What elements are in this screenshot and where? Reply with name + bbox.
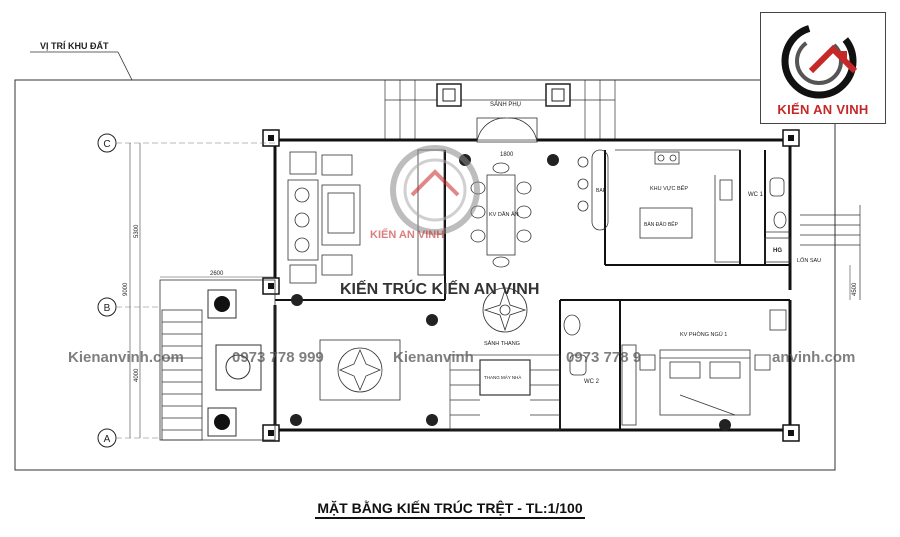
room-thang-may: THANG MÁY NHÀ [484,374,521,380]
brand-logo: KIẾN AN VINH [760,12,886,124]
grid-axis-b: B [97,297,117,317]
porch-planters [207,289,262,437]
kitchen-counter [615,149,741,263]
gate-pillar [436,83,571,107]
watermark-small-brand: KIẾN AN VINH [370,228,444,241]
main-door [476,117,538,143]
room-bar: BAR [596,188,607,194]
room-sanh-phu: SẢNH PHỤ [490,101,521,108]
dim-5300: 5300 [134,224,140,238]
dim-4500: 4500 [852,282,858,296]
watermark-website-right: anvinh.com [772,349,855,366]
grid-axis-c: C [97,133,117,153]
logo-mark-icon [781,23,858,99]
dim-9000: 9000 [123,282,129,296]
room-kv-phong-ngu-1: KV PHÒNG NGỦ 1 [680,331,727,338]
logo-text: KIẾN AN VINH [777,102,869,117]
watermark-website-mid: Kienanvinh [393,349,474,366]
room-lon-sau: LỐN SAU [797,257,821,264]
wc2-fixtures [563,314,587,376]
room-wc2: WC 2 [584,379,600,385]
site-label: VỊ TRÍ KHU ĐẤT [40,41,109,51]
svg-text:C: C [103,139,110,150]
dim-1800: 1800 [500,152,514,158]
wc1-fixtures [764,177,791,263]
compass-rose [482,287,528,333]
bedroom-furniture [621,309,787,426]
porch [159,279,276,441]
watermark-phone-left: 0973 778 999 [232,349,324,366]
room-ky-dan-an: KV DẦN ĂN [489,211,519,218]
watermark-logo [390,145,480,235]
sofa-set [287,149,445,284]
lobby-rug [319,339,401,401]
watermark-website-left: Kienanvinh.com [68,349,184,366]
watermark-brand: KIẾN TRÚC KIẾN AN VINH [340,279,539,298]
room-hg: HG [773,248,782,254]
drawing-title: MẶT BẰNG KIẾN TRÚC TRỆT - TL:1/100 [0,500,900,519]
front-steps [384,79,616,141]
room-ban-dao-bep: BÀN ĐẢO BẾP [644,221,679,228]
grid-axis-a: A [97,428,117,448]
staircase [449,354,561,431]
dimension-lines [129,143,851,438]
grid-lines [116,142,275,439]
drawing-title-text: MẶT BẰNG KIẾN TRÚC TRỆT - TL:1/100 [315,500,585,519]
svg-text:B: B [104,303,111,314]
watermark-phone-right: 0973 778 9 [566,349,641,366]
room-sanh-thang: SẢNH THANG [484,340,520,347]
svg-text:A: A [104,434,111,445]
dim-2600: 2600 [210,271,224,277]
bar-counter [577,149,609,231]
rear-steps [800,205,861,300]
room-wc1: WC 1 [748,192,764,198]
dim-4000: 4000 [134,368,140,382]
room-khu-vuc-bep: KHU VỰC BẾP [650,185,688,192]
